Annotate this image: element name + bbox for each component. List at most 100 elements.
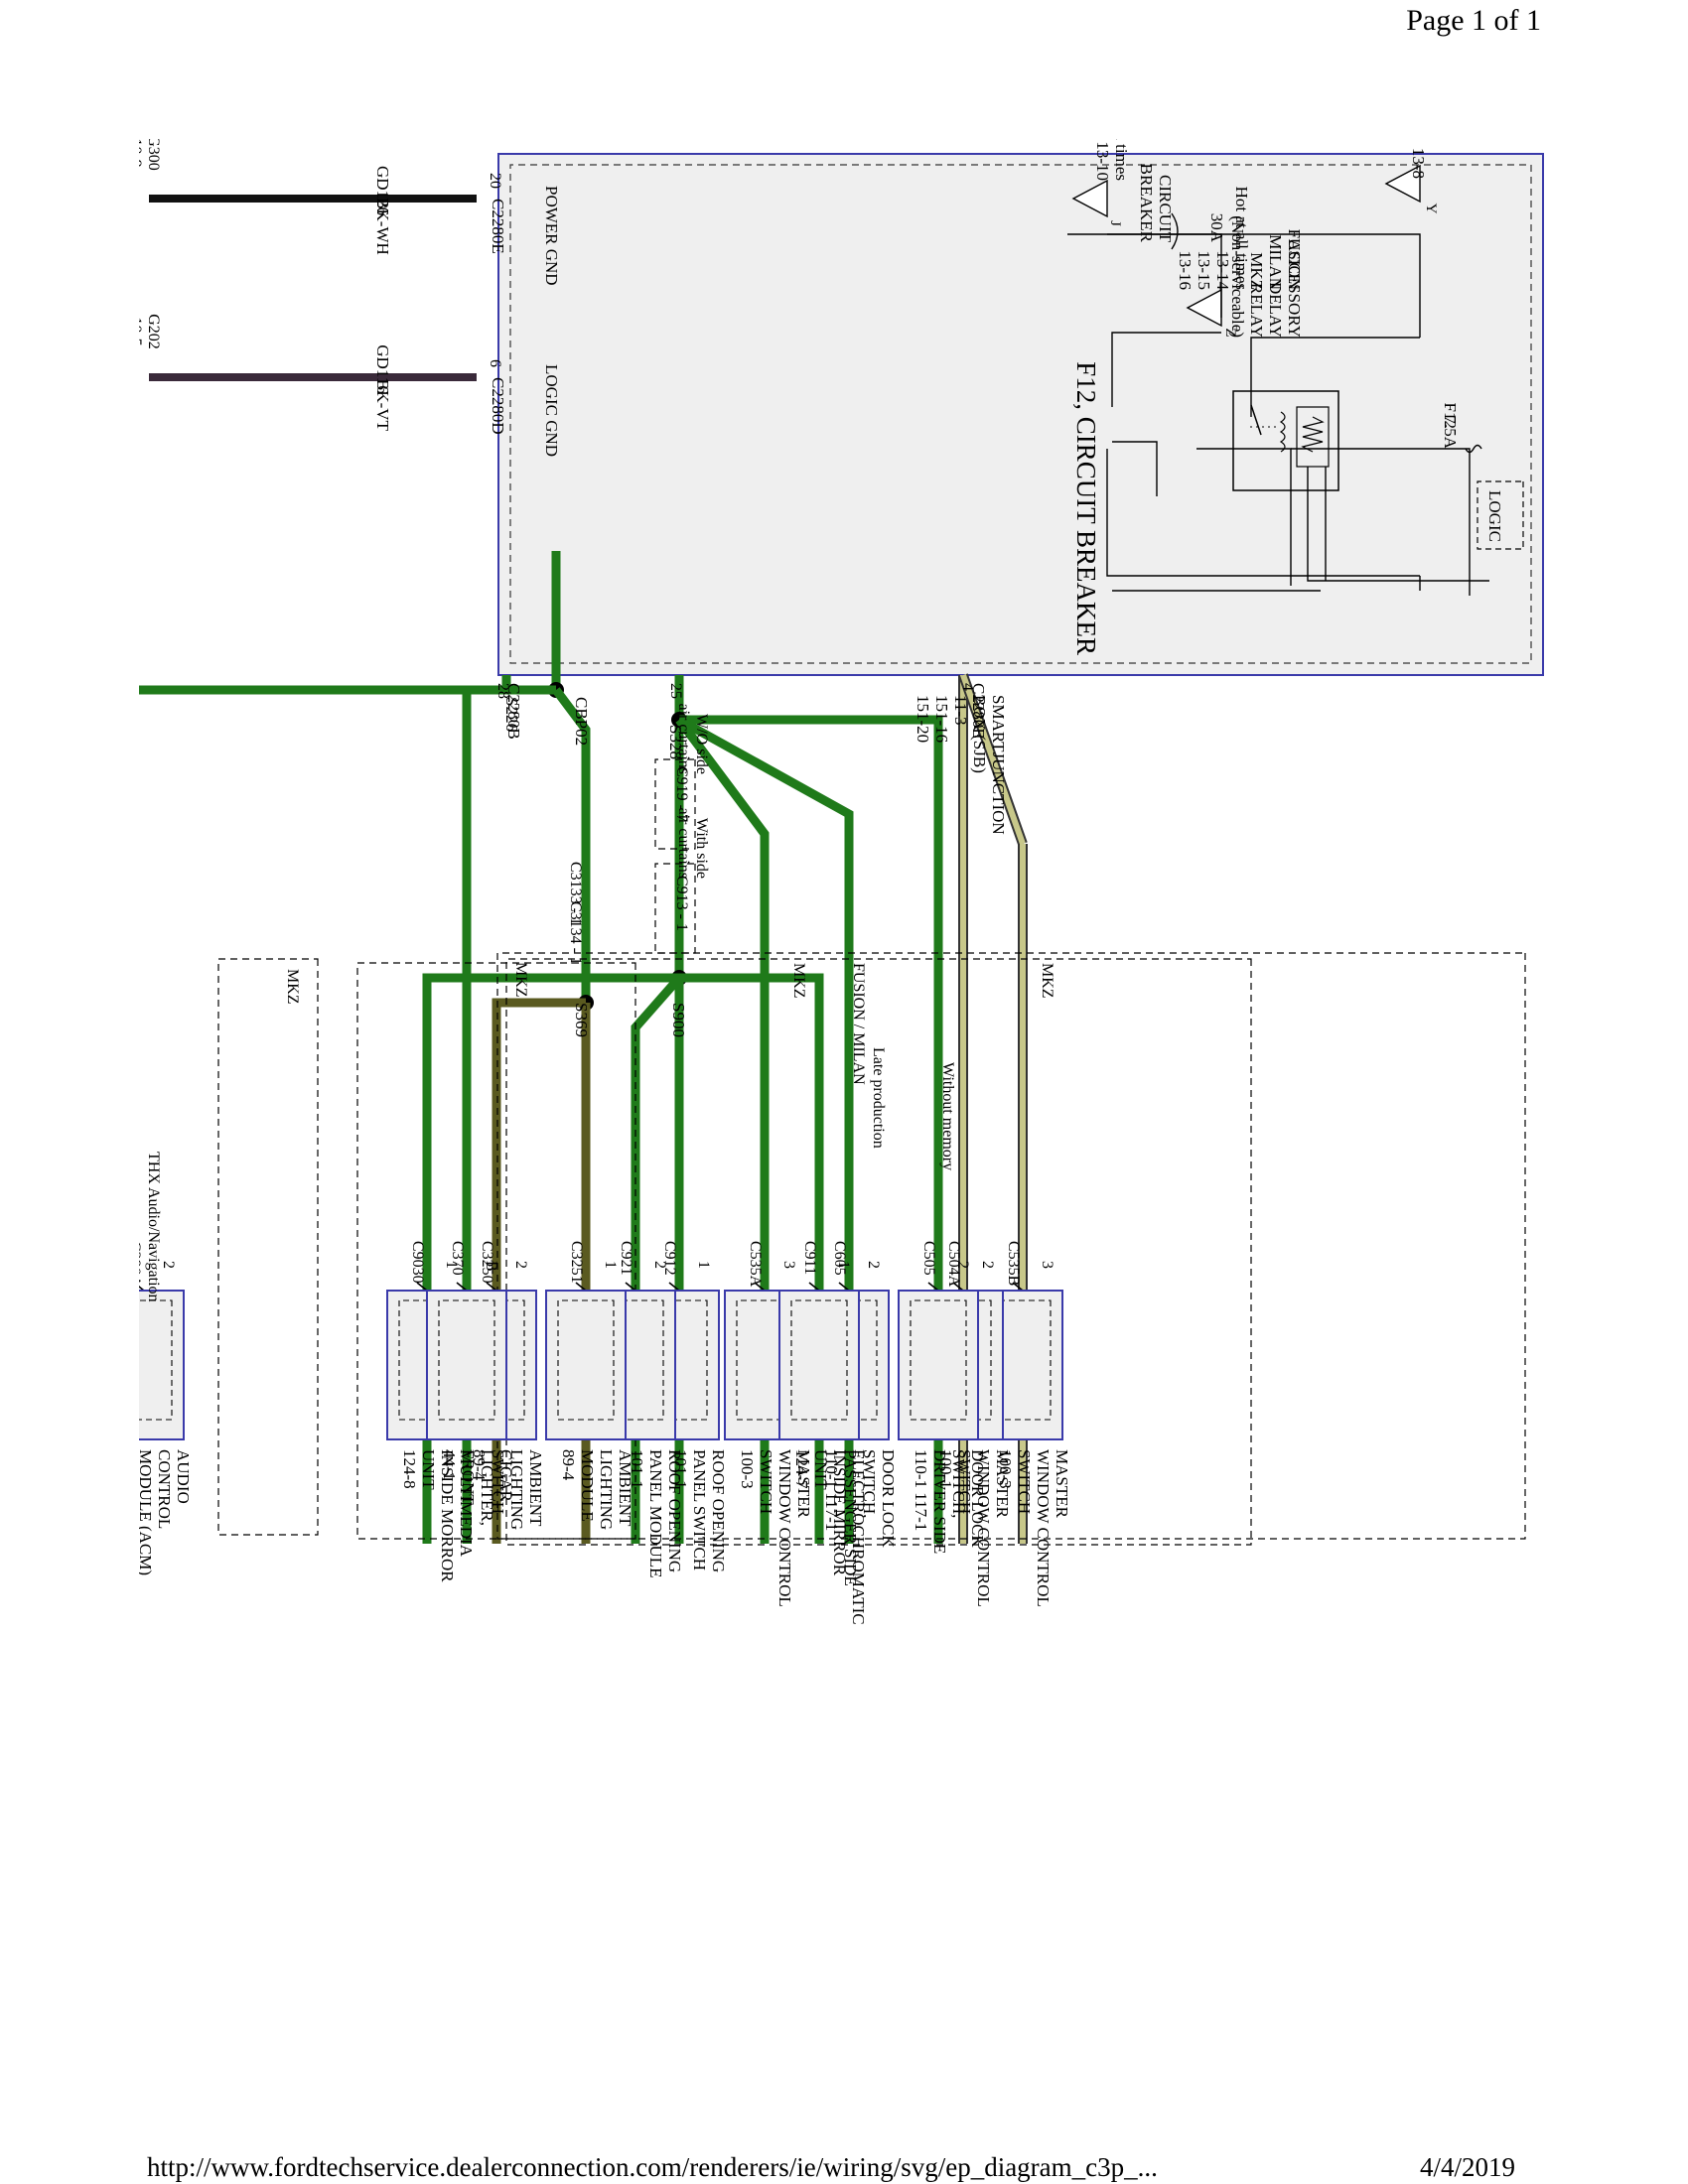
component-name: 44-1: [440, 1449, 459, 1480]
sjb-label: 11-3: [951, 695, 970, 726]
component-conn-label: C605: [831, 1241, 848, 1276]
component-name: SWITCH: [489, 1449, 507, 1514]
component-name: PANEL SWITCH: [690, 1449, 709, 1570]
component-conn-label: C912: [661, 1241, 678, 1276]
group-mkz-left: [496, 952, 1526, 1540]
internal-to-fuse: [1291, 448, 1471, 596]
component-name: ROOF OPENING: [709, 1449, 728, 1572]
component-pin-label: 1: [695, 1261, 712, 1269]
footer-date: 4/4/2019: [1420, 2152, 1516, 2182]
term-J-label: J: [1107, 220, 1123, 226]
component-name: MODULE (ACM): [139, 1449, 155, 1575]
component-box: [898, 1290, 979, 1440]
component-name: 100-3: [996, 1449, 1015, 1489]
component-pin-label: 2: [979, 1261, 996, 1269]
internal-relay-in: [1250, 337, 1420, 417]
hot-mid-models: MKZ: [1247, 252, 1266, 290]
relay-label: RELAY: [1247, 283, 1266, 338]
component-name: UNIT: [811, 1449, 830, 1490]
group-fusion-milan: FUSION / MILAN: [850, 963, 867, 1085]
sjb-frame: [497, 153, 1544, 676]
component-box: [426, 1290, 507, 1440]
component-name: 110-1 117-1: [912, 1449, 930, 1531]
fuse-symbol: [1465, 444, 1482, 454]
page-number: Page 1 of 1: [1406, 4, 1541, 37]
splice-s900: S900: [669, 1003, 688, 1037]
splice-s226: S226: [502, 697, 521, 732]
component-inner-box: [790, 1299, 848, 1421]
component-name: WINDOW CONTROL: [1034, 1449, 1053, 1607]
component-name: SWITCH,: [860, 1449, 879, 1518]
component-name: LIGHTING: [507, 1449, 526, 1530]
c913-note: With side: [693, 818, 710, 879]
component-name: 101-1: [628, 1449, 646, 1489]
ground-pin-20: 20: [487, 173, 503, 189]
component-name: MODULE: [578, 1449, 597, 1522]
component-pin-label: 2: [651, 1261, 668, 1269]
internal-to-logic: [1112, 441, 1158, 496]
relay-label: ACCESSORY: [1285, 239, 1304, 338]
cb-label: CIRCUIT: [1156, 175, 1175, 243]
hot-mid-models: FUSION: [1285, 229, 1304, 290]
ground-ref-g202: 10-5: [139, 317, 144, 345]
group-mkz-audio: [356, 962, 636, 1540]
component-name: SWITCH: [1015, 1449, 1034, 1514]
component-name: MULTIMEDIA: [457, 1449, 476, 1558]
component-conn-label: C535B: [1005, 1241, 1022, 1286]
component-name: FRONT: [459, 1449, 478, 1505]
splice-s369: S369: [572, 1003, 591, 1037]
component-name: 100-1: [936, 1449, 955, 1489]
component-name: DOOR LOCK: [968, 1449, 987, 1548]
term-Y-label: Y: [1423, 204, 1439, 214]
component-pin-label: 2: [160, 1261, 177, 1269]
ground-ref-g300: G300: [145, 139, 162, 171]
component-conn-label: C9030: [409, 1241, 426, 1284]
component-name: INSIDE MIRROR: [830, 1449, 849, 1576]
component-conn-label: C3251: [568, 1241, 585, 1284]
component-name: SWITCH,: [949, 1449, 968, 1518]
pin-25: 25: [667, 683, 684, 699]
conn-c3133: C3133 - 1: [567, 862, 584, 925]
component-name: CIGAR: [496, 1449, 515, 1503]
cb-rating: 30A: [1207, 213, 1226, 243]
component-name: PASSENGER SIDE: [841, 1449, 860, 1586]
internal-to-output-4: [1106, 449, 1420, 577]
hot-mid-label: 13-15: [1195, 250, 1213, 290]
component-name: MASTER: [993, 1449, 1012, 1519]
group-mkz-right: [217, 958, 319, 1536]
component-pin-label: 2: [865, 1261, 882, 1269]
component-name: LIGHTING: [597, 1449, 616, 1530]
c919-box: [654, 758, 696, 850]
ground-circuit-gd126: GD126: [373, 166, 392, 215]
logic-gnd-label: LOGIC GND: [542, 364, 561, 457]
term-J: [1071, 179, 1108, 218]
conn-c2280e: C2280E: [969, 683, 988, 739]
group-mkz-center-label: MKZ: [790, 963, 807, 999]
component-inner-box: [910, 1299, 967, 1421]
group-mkz-right-label: MKZ: [1039, 963, 1055, 999]
component-conn-label: C504A: [945, 1241, 962, 1288]
footer-url[interactable]: http://www.fordtechservice.dealerconnect…: [147, 2152, 1158, 2182]
term-Y-ref: 13-8: [1409, 148, 1428, 179]
component-box: [545, 1290, 627, 1440]
component-name: WINDOW CONTROL: [974, 1449, 993, 1607]
component-name: WINDOW CONTROL: [775, 1449, 794, 1607]
conn-c919: C919 - 7: [673, 766, 690, 822]
component-conn-label: C911: [801, 1241, 818, 1275]
component-conn-label: C921: [618, 1241, 634, 1276]
component-name: AMBIENT: [616, 1449, 634, 1527]
power-gnd-label: POWER GND: [542, 186, 561, 286]
component-name: 124-8: [400, 1449, 419, 1489]
page-header: Page 1 of 1: [0, 0, 1688, 60]
sjb-title: F12, CIRCUIT BREAKER: [1071, 361, 1101, 655]
group-mkz-audio-label: MKZ: [284, 969, 301, 1005]
component-name: ROOF OPENING: [665, 1449, 684, 1572]
component-name: 110-1 117-1: [822, 1449, 841, 1531]
component-box: [778, 1290, 860, 1440]
component-pin-label: 2: [954, 1261, 971, 1269]
component-name: ELECTROCHROMATIC: [849, 1449, 868, 1625]
component-name: PANEL MODULE: [646, 1449, 665, 1578]
component-pin-label: 1: [602, 1261, 619, 1269]
conn-c913: C913 - 1: [673, 876, 690, 931]
